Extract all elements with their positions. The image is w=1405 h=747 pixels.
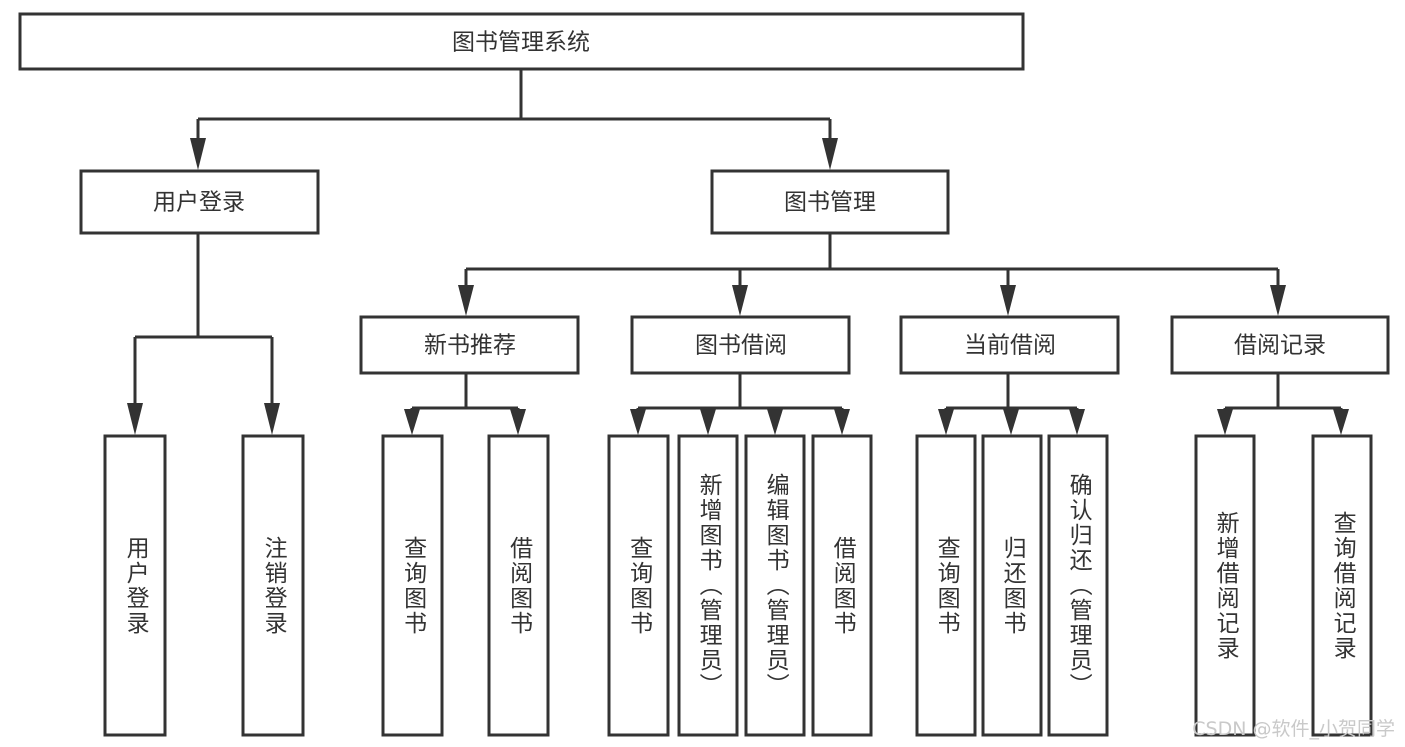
node-leaf-query-book-2-box[interactable] <box>607 434 670 737</box>
arrow-head-leaf-query-book-3 <box>938 409 954 435</box>
node-leaf-return-book-box[interactable] <box>981 434 1043 737</box>
arrow-head-user-login <box>190 138 206 170</box>
arrow-head-leaf-query-record <box>1333 409 1349 435</box>
arrow-head-book-borrow <box>732 285 748 316</box>
arrow-head-leaf-logout <box>264 403 280 435</box>
node-leaf-confirm-return-box[interactable] <box>1047 434 1109 737</box>
node-current-borrow-box[interactable] <box>899 315 1120 375</box>
node-user-login-label: 用户登录 <box>153 190 245 216</box>
arrow-head-leaf-query-book-2 <box>630 409 646 435</box>
node-leaf-logout-box[interactable] <box>241 434 305 737</box>
arrow-head-leaf-query-book-1 <box>404 409 420 435</box>
node-new-book-recommend-box[interactable] <box>359 315 580 375</box>
node-leaf-query-book-3-box[interactable] <box>915 434 977 737</box>
node-book-manage[interactable]: 图书管理 <box>710 169 950 235</box>
node-leaf-query-record-box[interactable] <box>1311 434 1373 737</box>
node-leaf-borrow-book-1-box[interactable] <box>487 434 550 737</box>
node-root-box[interactable] <box>18 12 1025 71</box>
node-book-manage-box[interactable] <box>710 169 950 235</box>
arrow-head-leaf-return-book <box>1003 409 1019 435</box>
arrow-head-new-book-recommend <box>458 285 474 316</box>
node-leaf-edit-book-box[interactable] <box>744 434 806 737</box>
node-new-book-recommend-label: 新书推荐 <box>424 333 516 359</box>
node-root[interactable]: 图书管理系统 <box>18 12 1025 71</box>
arrow-head-leaf-add-book <box>700 409 716 435</box>
node-current-borrow-label: 当前借阅 <box>964 333 1056 359</box>
node-book-borrow-label: 图书借阅 <box>695 333 787 359</box>
node-leaf-user-login-box[interactable] <box>103 434 167 737</box>
arrow-head-book-manage <box>822 138 838 170</box>
node-book-borrow-box[interactable] <box>630 315 851 375</box>
node-leaf-query-book-1-box[interactable] <box>381 434 444 737</box>
arrow-head-leaf-confirm-return <box>1069 409 1085 435</box>
connectors <box>127 69 1349 435</box>
leaf-boxes <box>103 434 1373 737</box>
node-root-label: 图书管理系统 <box>452 30 590 56</box>
node-user-login[interactable]: 用户登录 <box>79 169 320 235</box>
node-leaf-add-book-box[interactable] <box>677 434 739 737</box>
arrow-head-leaf-borrow-book-2 <box>834 409 850 435</box>
node-current-borrow[interactable]: 当前借阅 <box>899 315 1120 375</box>
node-leaf-add-record-box[interactable] <box>1194 434 1256 737</box>
arrow-head-leaf-add-record <box>1217 409 1233 435</box>
arrow-head-leaf-edit-book <box>767 409 783 435</box>
arrow-head-current-borrow <box>1000 285 1016 316</box>
node-borrow-record-box[interactable] <box>1170 315 1390 375</box>
node-user-login-box[interactable] <box>79 169 320 235</box>
arrow-head-leaf-user-login <box>127 403 143 435</box>
arrow-head-borrow-record <box>1270 285 1286 316</box>
arrow-head-leaf-borrow-book-1 <box>510 409 526 435</box>
node-new-book-recommend[interactable]: 新书推荐 <box>359 315 580 375</box>
node-book-manage-label: 图书管理 <box>784 190 876 216</box>
node-borrow-record[interactable]: 借阅记录 <box>1170 315 1390 375</box>
node-borrow-record-label: 借阅记录 <box>1234 333 1326 359</box>
node-leaf-borrow-book-2-box[interactable] <box>811 434 873 737</box>
node-book-borrow[interactable]: 图书借阅 <box>630 315 851 375</box>
